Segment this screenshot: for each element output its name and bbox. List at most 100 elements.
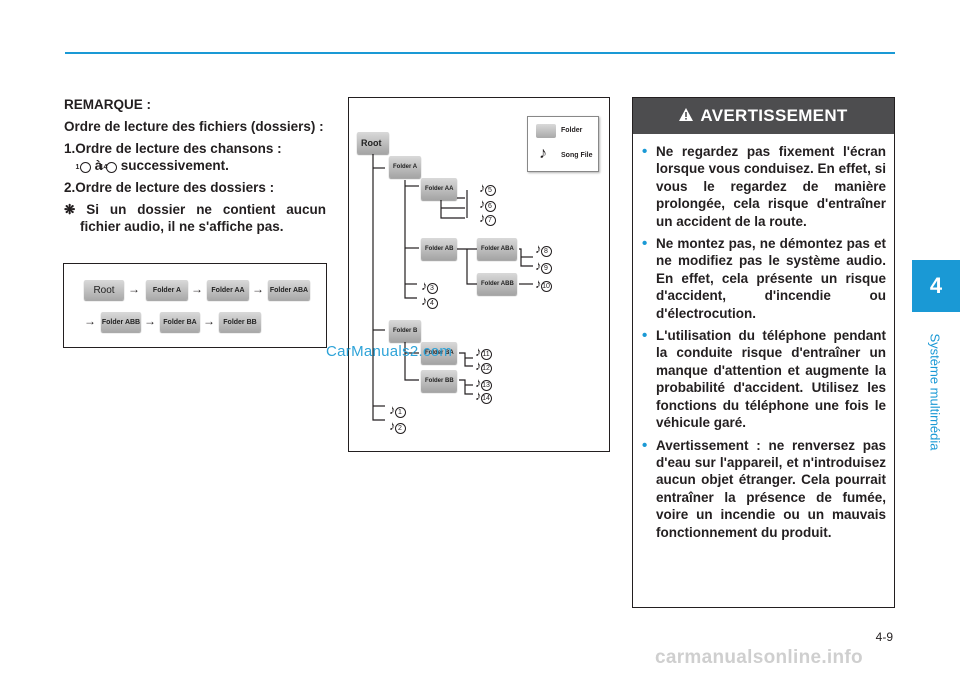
song-number: 2 — [394, 423, 406, 434]
song-13: ♪13 — [475, 375, 492, 391]
song-3: ♪3 — [421, 278, 438, 294]
tree-folder-abb: Folder ABB — [477, 273, 517, 295]
song-number: 3 — [426, 283, 438, 294]
warning-item: Ne montez pas, ne démontez pas et ne mod… — [642, 235, 886, 322]
song-number: 5 — [484, 185, 496, 196]
song-12: ♪12 — [475, 358, 492, 374]
flow-chip-folder-a: Folder A — [146, 280, 188, 300]
music-note-icon: ♪ — [479, 210, 486, 225]
warning-box: AVERTISSEMENT Ne regardez pas fixement l… — [632, 97, 895, 608]
warning-triangle-icon — [679, 106, 694, 126]
song-7: ♪7 — [479, 210, 496, 226]
arrow-icon: → — [191, 282, 203, 296]
tree-folder-bb: Folder BB — [421, 370, 457, 392]
note-item-1: Ordre de lecture des fichiers (dossiers)… — [64, 119, 324, 134]
flow-chip-folder-ba: Folder BA — [160, 312, 200, 332]
song-number: 7 — [484, 215, 496, 226]
note-item-2: 1.Ordre de lecture des chansons : 1 à 14… — [64, 140, 326, 174]
song-number: 14 — [480, 393, 492, 404]
folder-order-diagram: Root → Folder A → Folder AA → Folder ABA… — [63, 263, 327, 348]
note-item-4-text: Si un dossier ne contient aucun fichier … — [75, 202, 326, 234]
music-note-icon: ♪ — [475, 344, 482, 359]
note-item-4: ❋ Si un dossier ne contient aucun fichie… — [64, 201, 326, 235]
song-11: ♪11 — [475, 344, 492, 360]
warning-header: AVERTISSEMENT — [633, 98, 894, 134]
watermark: CarManuals2.com — [326, 343, 453, 360]
tree-folder-a: Folder A — [389, 156, 421, 178]
music-note-icon: ♪ — [389, 402, 396, 417]
arrow-icon: → — [252, 282, 264, 296]
warning-title: AVERTISSEMENT — [700, 106, 848, 125]
note-heading: REMARQUE : — [64, 97, 151, 112]
song-number: 8 — [540, 246, 552, 257]
music-note-icon: ♪ — [535, 241, 542, 256]
music-note-icon: ♪ — [475, 375, 482, 390]
flow-chip-folder-aa: Folder AA — [207, 280, 249, 300]
folder-icon — [536, 124, 556, 138]
music-note-icon: ♪ — [421, 278, 428, 293]
song-number-badge: 14 — [100, 162, 118, 173]
flow-chip-folder-abb: Folder ABB — [101, 312, 141, 332]
arrow-icon: → — [84, 314, 96, 328]
music-note-icon: ♪ — [535, 258, 542, 273]
tree-folder-b: Folder B — [389, 320, 421, 342]
song-1: ♪1 — [389, 402, 406, 418]
arrow-icon: → — [144, 314, 156, 328]
warning-list: Ne regardez pas fixement l'écran lorsque… — [642, 143, 886, 546]
chapter-title: Système multimédia — [925, 322, 945, 462]
music-note-icon: ♪ — [539, 145, 547, 162]
tree-connectors — [372, 153, 533, 421]
song-number: 4 — [426, 298, 438, 309]
note-item-2-mid: à — [91, 158, 107, 173]
music-note-icon: ♪ — [421, 293, 428, 308]
tree-folder-ba: Folder BA — [421, 342, 457, 364]
song-number: 1 — [394, 407, 406, 418]
arrow-icon: → — [203, 314, 215, 328]
song-10: ♪10 — [535, 276, 552, 292]
arrow-icon: → — [128, 282, 140, 296]
note-item-3: 2.Ordre de lecture des dossiers : — [64, 180, 275, 195]
warning-item: Avertissement : ne renversez pas d'eau s… — [642, 437, 886, 541]
warning-item: Ne regardez pas fixement l'écran lorsque… — [642, 143, 886, 230]
song-9: ♪9 — [535, 258, 552, 274]
note-item-2-suffix: successivement. — [117, 158, 229, 173]
note-item-2-prefix: 1.Ordre de lecture des chansons : — [64, 141, 282, 156]
chapter-tab: 4 — [912, 260, 960, 312]
flow-chip-folder-bb: Folder BB — [219, 312, 261, 332]
warning-item: L'utilisation du téléphone pendant la co… — [642, 327, 886, 431]
music-note-icon: ♪ — [535, 276, 542, 291]
tree-folder-ab: Folder AB — [421, 238, 457, 260]
legend-folder-label: Folder — [561, 127, 583, 134]
song-number: 13 — [480, 380, 492, 391]
music-note-icon: ♪ — [475, 358, 482, 373]
song-4: ♪4 — [421, 293, 438, 309]
chapter-number: 4 — [929, 273, 943, 298]
music-note-icon: ♪ — [475, 388, 482, 403]
chapter-title-text: Système multimédia — [927, 333, 943, 451]
song-number: 12 — [480, 363, 492, 374]
site-watermark: carmanualsonline.info — [655, 647, 863, 668]
legend-song-label: Song File — [561, 152, 593, 159]
tree-folder-root: Root — [357, 132, 389, 154]
music-note-icon: ♪ — [479, 196, 486, 211]
song-number: 10 — [540, 281, 552, 292]
tree-legend: Folder ♪ Song File — [527, 116, 599, 172]
flow-chip-root: Root — [84, 280, 124, 300]
music-note-icon: ♪ — [479, 180, 486, 195]
note-section: REMARQUE : Ordre de lecture des fichiers… — [64, 96, 326, 240]
song-number: 6 — [484, 201, 496, 212]
tree-folder-aa: Folder AA — [421, 178, 457, 200]
song-number: 9 — [540, 263, 552, 274]
song-14: ♪14 — [475, 388, 492, 404]
song-number: 11 — [480, 349, 492, 360]
song-2: ♪2 — [389, 418, 406, 434]
song-8: ♪8 — [535, 241, 552, 257]
flow-chip-folder-aba: Folder ABA — [268, 280, 310, 300]
asterisk-icon: ❋ — [64, 202, 76, 217]
song-5: ♪5 — [479, 180, 496, 196]
folder-tree-diagram: Root Folder A Folder AA Folder AB Folder… — [348, 97, 610, 452]
tree-folder-aba: Folder ABA — [477, 238, 517, 260]
song-6: ♪6 — [479, 196, 496, 212]
music-note-icon: ♪ — [389, 418, 396, 433]
header-rule — [65, 52, 895, 54]
